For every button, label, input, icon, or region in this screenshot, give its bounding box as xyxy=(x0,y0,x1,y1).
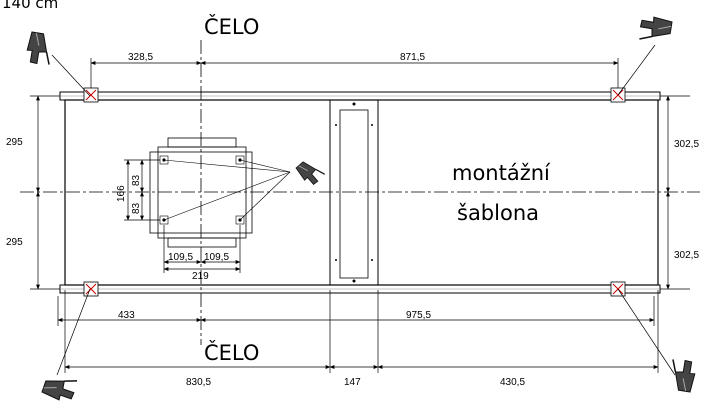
dim-unit-v-total: 166 xyxy=(116,185,127,202)
dim-unit-h-b: 109,5 xyxy=(204,252,229,263)
corner-marker-top-left xyxy=(83,87,99,103)
dim-unit-v-a: 83 xyxy=(131,174,142,186)
template-label-line1: montážní xyxy=(452,161,551,185)
dim-bottom-mid: 147 xyxy=(344,377,361,388)
drill-icon xyxy=(37,364,85,411)
dim-bottom-left: 830,5 xyxy=(186,377,211,388)
center-channel xyxy=(329,100,379,285)
front-label-top: ČELO xyxy=(204,14,259,39)
dim-right-lower: 302,5 xyxy=(674,250,699,261)
dimension-lines xyxy=(30,58,690,373)
bottom-rail xyxy=(59,284,661,294)
dim-unit-h-total: 219 xyxy=(192,271,209,282)
dim-right-upper: 302,5 xyxy=(674,139,699,150)
dim-bottom-right: 430,5 xyxy=(500,377,525,388)
drill-icon xyxy=(659,351,706,398)
drill-icon xyxy=(15,26,63,73)
top-cut-text: 140 cm xyxy=(2,0,58,12)
unit-outline xyxy=(149,137,291,248)
dim-top-left: 328,5 xyxy=(128,52,153,63)
dim-unit-h-a: 109,5 xyxy=(168,252,193,263)
dim-left-upper: 295 xyxy=(6,137,23,148)
dim-mid-right: 975,5 xyxy=(406,310,431,321)
dim-top-right: 871,5 xyxy=(400,52,425,63)
dim-mid-left: 433 xyxy=(118,310,135,321)
dim-left-lower: 295 xyxy=(6,237,23,248)
drill-icon xyxy=(631,5,678,53)
front-label-bottom: ČELO xyxy=(204,340,259,365)
drill-leaders xyxy=(51,44,676,376)
template-label-line2: šablona xyxy=(457,201,539,225)
top-rail xyxy=(59,91,661,101)
dim-unit-v-b: 83 xyxy=(131,202,142,214)
centerlines xyxy=(20,40,700,345)
corner-marker-bottom-left xyxy=(83,281,99,297)
